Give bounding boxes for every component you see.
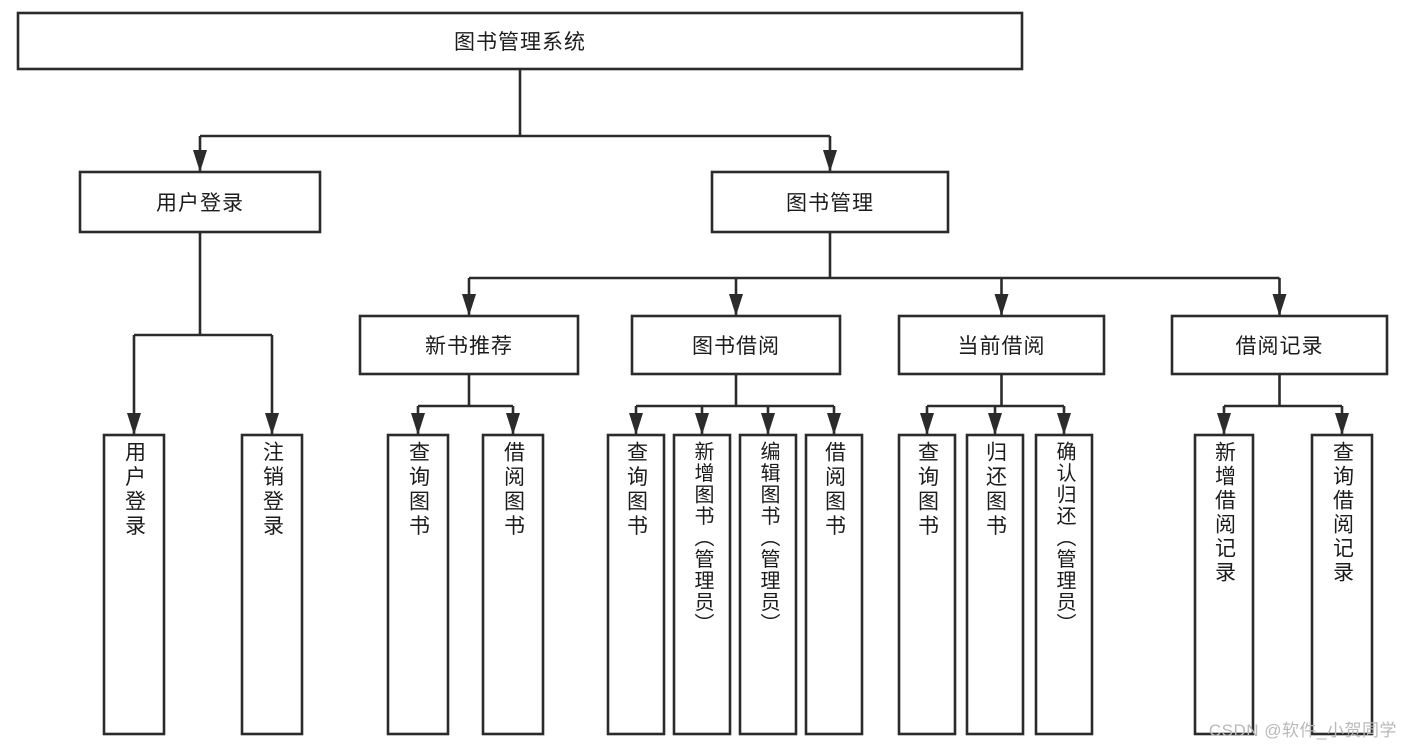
node-box-leaf-user-login[interactable] bbox=[102, 433, 166, 736]
arrow-head bbox=[127, 413, 141, 435]
node-box-leaf-query-book-2[interactable] bbox=[606, 433, 666, 736]
node-box-root[interactable] bbox=[16, 11, 1024, 71]
boxes-layer bbox=[16, 11, 1389, 736]
arrow-head bbox=[729, 294, 743, 316]
arrow-head bbox=[629, 413, 643, 435]
arrow-head bbox=[462, 294, 476, 316]
node-box-borrow-record[interactable] bbox=[1170, 314, 1389, 376]
arrow-head bbox=[827, 413, 841, 435]
node-box-leaf-borrow-book-2[interactable] bbox=[804, 433, 864, 736]
node-box-leaf-edit-book[interactable] bbox=[738, 433, 798, 736]
arrow-head bbox=[823, 150, 837, 172]
arrow-head bbox=[1057, 413, 1071, 435]
node-box-leaf-borrow-book-1[interactable] bbox=[481, 433, 545, 736]
node-box-leaf-add-book[interactable] bbox=[672, 433, 732, 736]
node-box-book-borrow[interactable] bbox=[630, 314, 842, 376]
arrow-head bbox=[1272, 294, 1287, 316]
arrow-head bbox=[1335, 413, 1349, 435]
arrow-head bbox=[1217, 413, 1231, 435]
node-box-leaf-add-record[interactable] bbox=[1193, 433, 1255, 736]
arrow-head bbox=[761, 413, 775, 435]
node-box-leaf-query-book-1[interactable] bbox=[386, 433, 450, 736]
node-box-leaf-confirm-return[interactable] bbox=[1034, 433, 1094, 736]
arrow-head bbox=[920, 413, 934, 435]
node-box-leaf-logout[interactable] bbox=[240, 433, 304, 736]
connectors-layer bbox=[127, 69, 1349, 435]
arrow-head bbox=[265, 413, 279, 435]
node-box-leaf-return-book[interactable] bbox=[965, 433, 1025, 736]
arrow-head bbox=[988, 413, 1002, 435]
node-box-leaf-query-record[interactable] bbox=[1310, 433, 1374, 736]
arrow-head bbox=[695, 413, 709, 435]
arrow-head bbox=[411, 413, 425, 435]
arrow-head bbox=[994, 294, 1009, 316]
arrow-head bbox=[506, 413, 520, 435]
node-box-user-login[interactable] bbox=[78, 170, 322, 234]
arrow-head bbox=[193, 150, 207, 172]
node-box-book-manage[interactable] bbox=[710, 170, 950, 234]
node-box-leaf-query-book-3[interactable] bbox=[897, 433, 957, 736]
node-box-new-book-rec[interactable] bbox=[358, 314, 580, 376]
node-box-current-borrow[interactable] bbox=[897, 314, 1106, 376]
